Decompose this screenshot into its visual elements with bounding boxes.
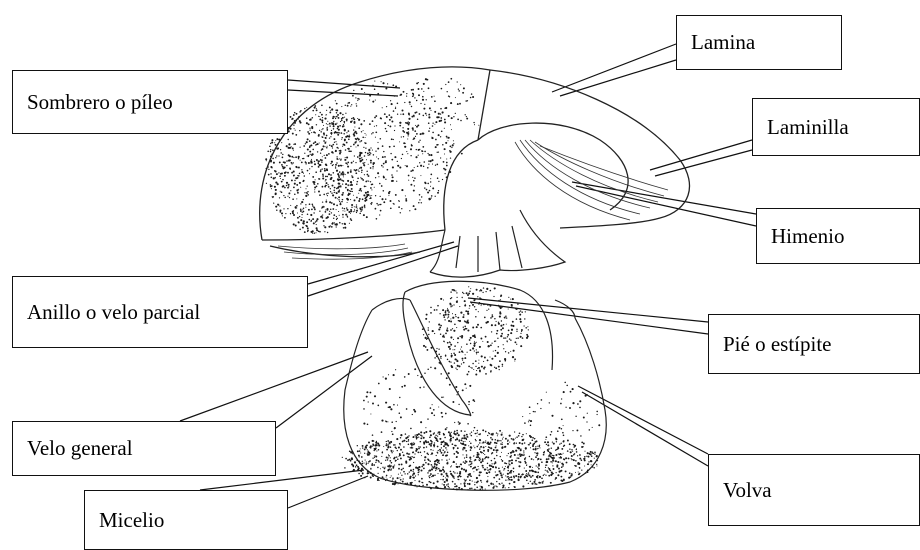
label-volva-text: Volva: [723, 478, 772, 503]
label-lamina-text: Lamina: [691, 30, 755, 55]
leader-line-velo-2: [276, 356, 372, 428]
leader-line-velo: [180, 352, 368, 421]
leader-line-anillo-2: [308, 246, 458, 296]
cap-outline: [260, 67, 690, 257]
gills: [278, 140, 668, 259]
label-velo-general: Velo general: [12, 421, 276, 476]
leader-line-himenio: [572, 182, 756, 214]
label-anillo: Anillo o velo parcial: [12, 276, 308, 348]
label-pie-text: Pié o estípite: [723, 332, 832, 357]
label-micelio-text: Micelio: [99, 508, 164, 533]
volva: [344, 298, 606, 490]
label-velo-general-text: Velo general: [27, 436, 133, 461]
label-himenio: Himenio: [756, 208, 920, 264]
label-anillo-text: Anillo o velo parcial: [27, 300, 200, 325]
label-volva: Volva: [708, 454, 920, 526]
label-himenio-text: Himenio: [771, 224, 845, 249]
leader-line-lamina: [552, 44, 676, 92]
stem: [403, 281, 553, 415]
label-pie: Pié o estípite: [708, 314, 920, 374]
leader-line-sombrero-2: [288, 90, 398, 96]
leader-line-lamina-2: [560, 60, 676, 96]
leader-line-volva-2: [582, 392, 708, 466]
stipple-shading: [265, 78, 600, 491]
leader-line-anillo: [308, 242, 454, 284]
label-lamina: Lamina: [676, 15, 842, 70]
label-laminilla: Laminilla: [752, 98, 920, 156]
label-sombrero: Sombrero o píleo: [12, 70, 288, 134]
label-sombrero-text: Sombrero o píleo: [27, 90, 173, 115]
leader-line-micelio-2: [288, 476, 368, 508]
label-laminilla-text: Laminilla: [767, 115, 849, 140]
leader-line-volva: [578, 386, 708, 454]
leader-line-himenio-2: [576, 186, 756, 226]
label-micelio: Micelio: [84, 490, 288, 550]
